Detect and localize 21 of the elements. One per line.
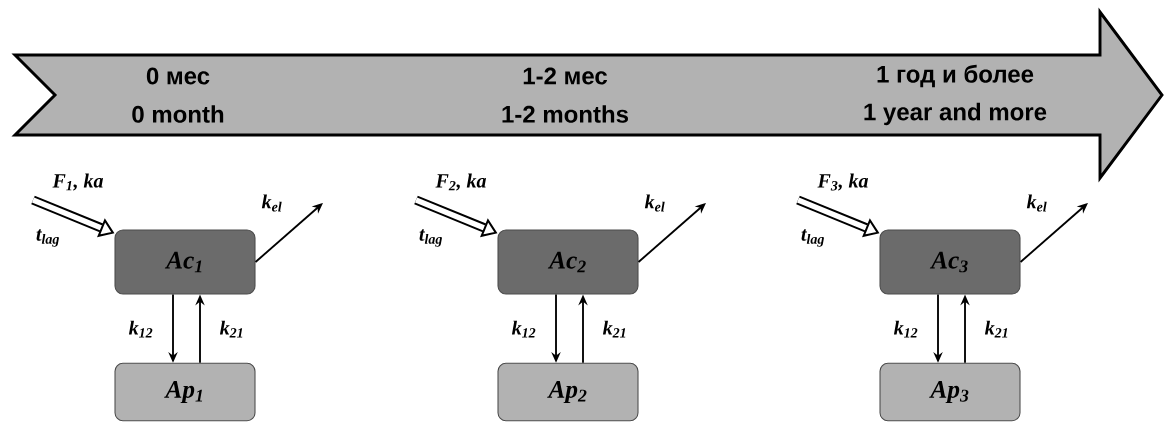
edge-label: k$_{12}$ — [511, 320, 536, 338]
elimination-arrow — [1019, 203, 1088, 263]
edge-label: k$_{el}$ — [261, 194, 282, 212]
elimination-arrow — [254, 203, 323, 263]
edge-label: k$_{12}$ — [128, 320, 153, 338]
edge-label: k$_{21}$ — [984, 320, 1008, 338]
edge-label: k$_{21}$ — [602, 320, 626, 338]
lag-time-label: t$_{lag}$ — [801, 229, 825, 247]
edge-label: k$_{el}$ — [1026, 194, 1047, 212]
edge-label: k$_{21}$ — [219, 320, 243, 338]
peripheral-compartment-box: Ap$_{1}$ — [114, 362, 256, 422]
elimination-arrow — [637, 203, 706, 263]
central-compartment-box: Ac$_{3}$ — [879, 229, 1021, 295]
lag-time-label: t$_{lag}$ — [419, 229, 443, 247]
peripheral-compartment-box: Ap$_{3}$ — [879, 362, 1021, 422]
central-compartment-box: Ac$_{1}$ — [114, 229, 256, 295]
central-compartment-box: Ac$_{2}$ — [497, 229, 639, 295]
edge-label: k$_{el}$ — [644, 194, 665, 212]
edge-label: k$_{12}$ — [893, 320, 918, 338]
lag-time-label: t$_{lag}$ — [36, 229, 59, 247]
peripheral-compartment-box: Ap$_{2}$ — [497, 362, 639, 422]
